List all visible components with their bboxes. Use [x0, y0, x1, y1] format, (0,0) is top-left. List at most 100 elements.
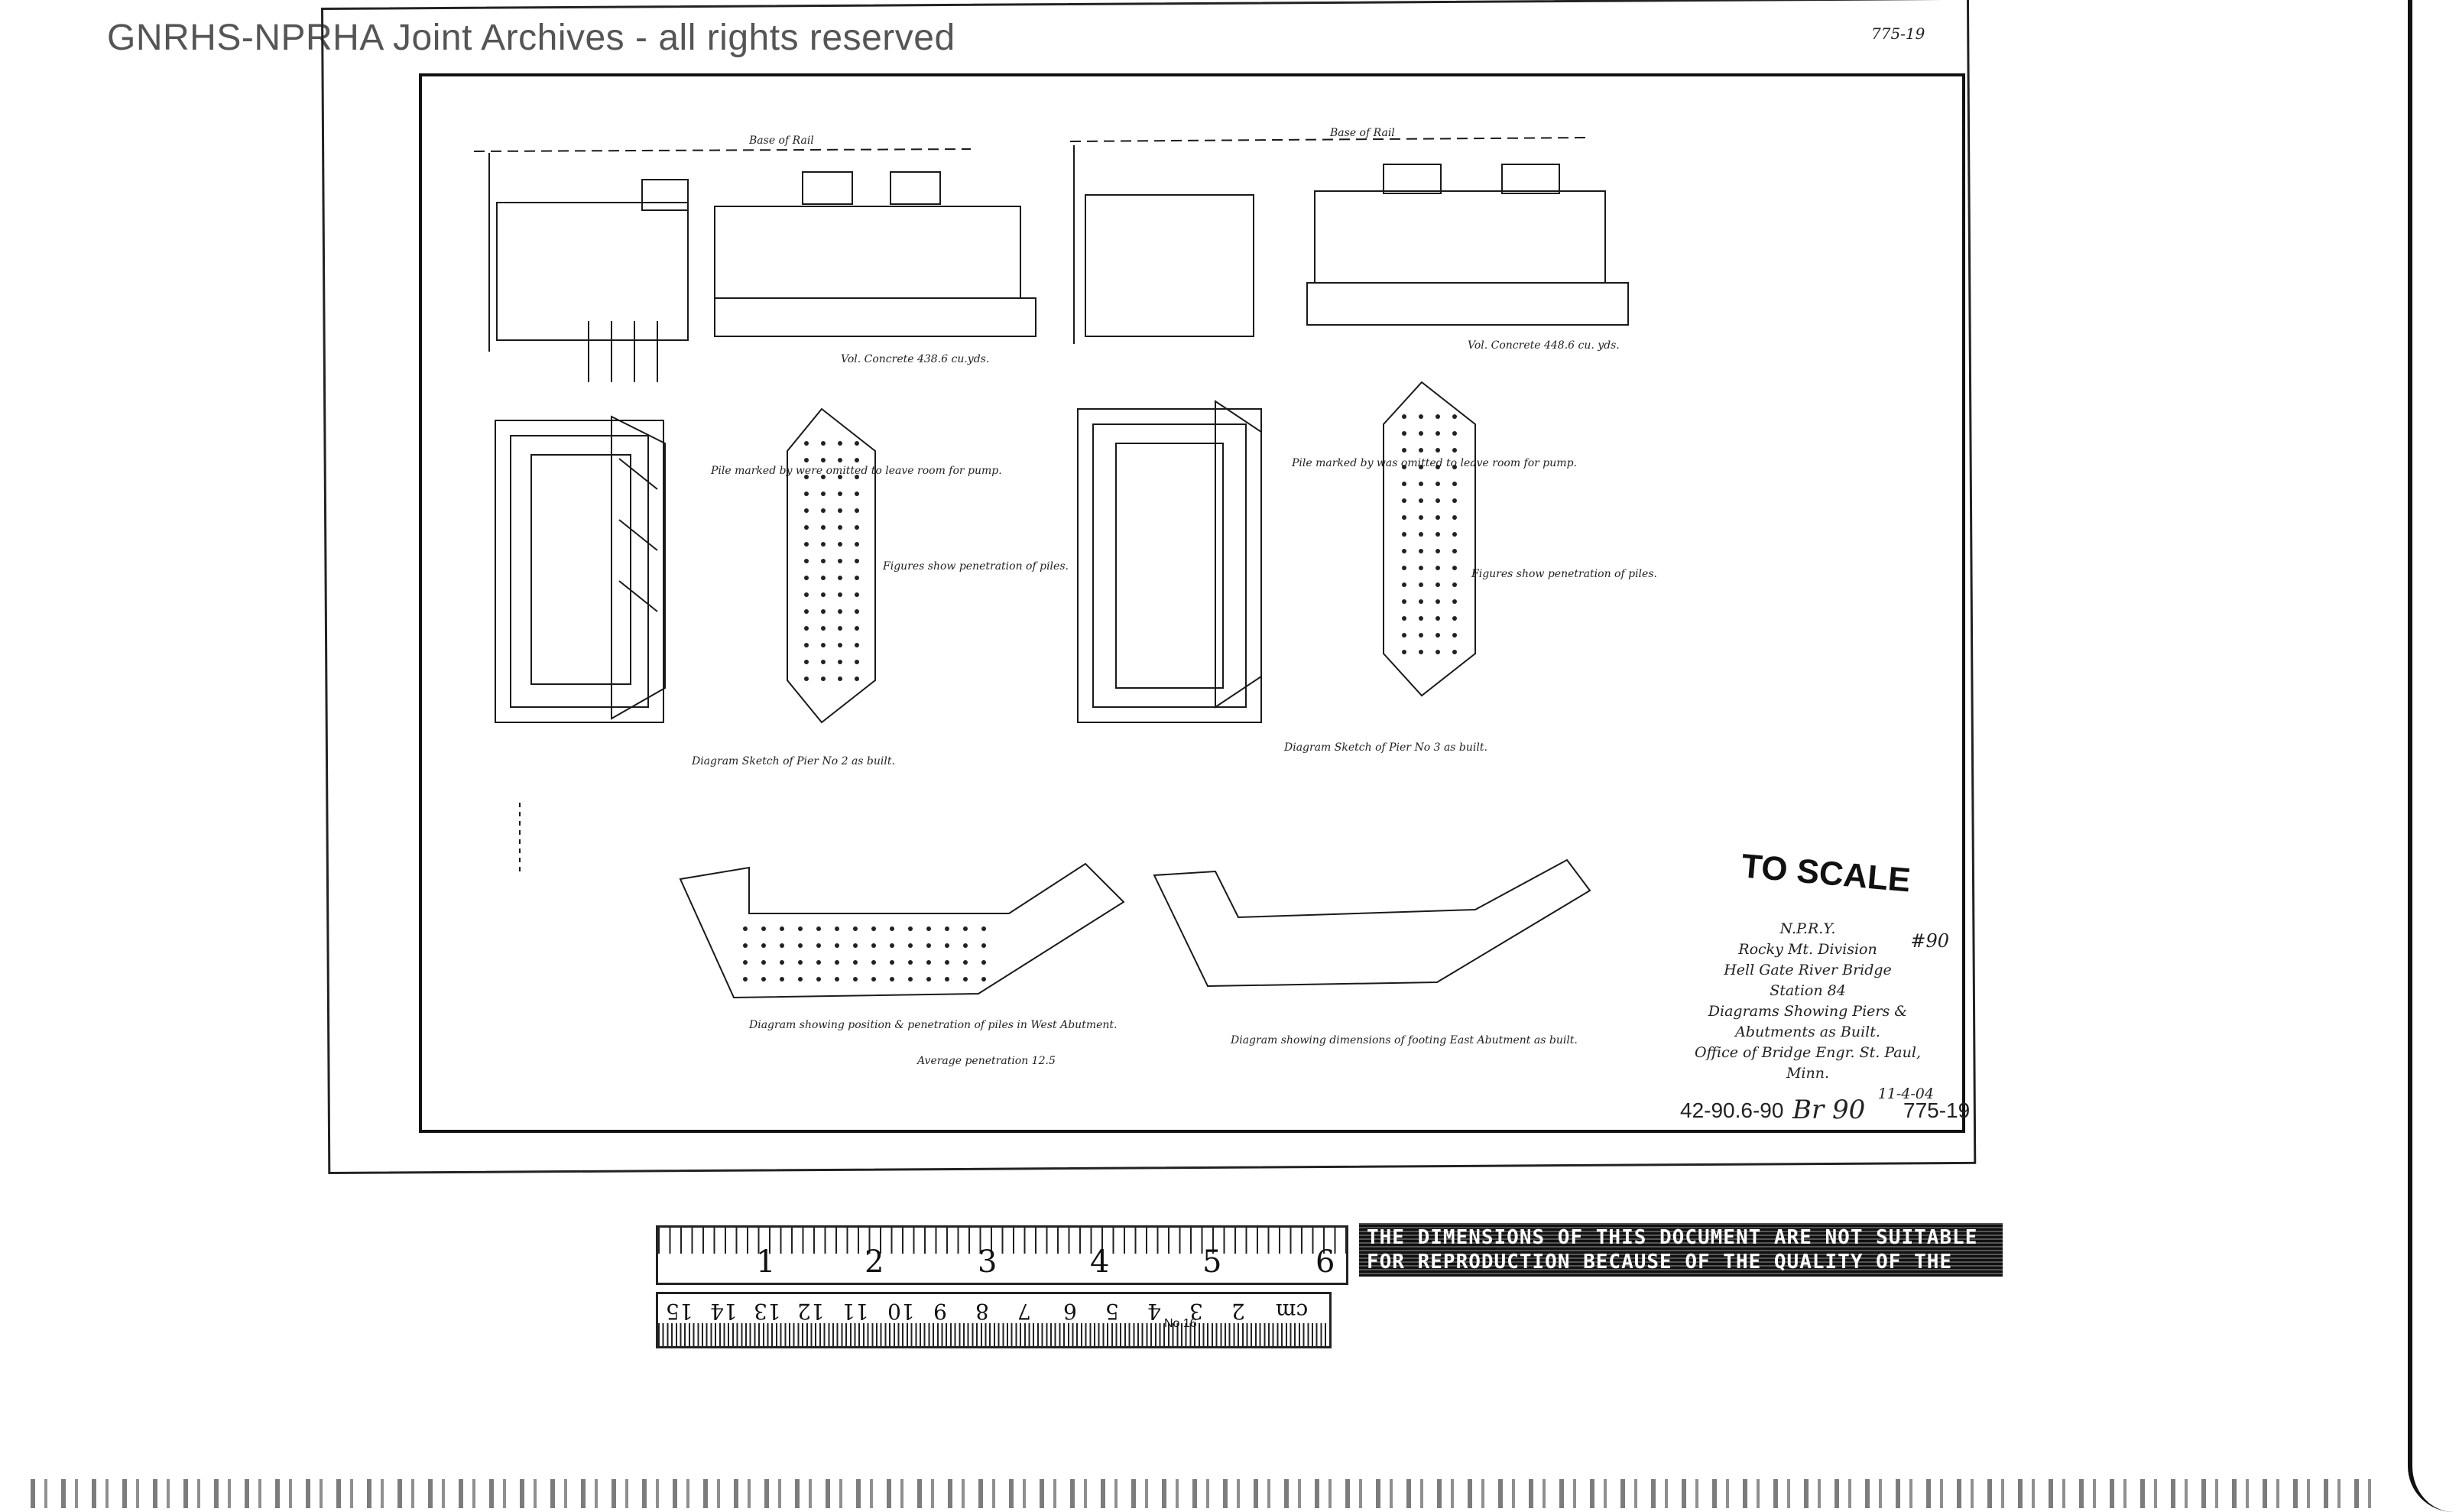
pile-marker: [1402, 566, 1406, 570]
pile-marker: [804, 492, 809, 496]
pile-marker: [838, 508, 842, 513]
pile-marker: [838, 458, 842, 462]
pile-marker: [804, 559, 809, 563]
pile-marker: [838, 559, 842, 563]
title-diagrams: Diagrams Showing Piers &: [1708, 1003, 1908, 1020]
pile-marker: [821, 458, 826, 462]
pile-marker: [853, 943, 858, 948]
title-station: Station 84: [1770, 982, 1846, 999]
pile-marker: [761, 977, 766, 982]
pile-marker: [743, 943, 748, 948]
pile-marker: [838, 660, 842, 664]
pile-marker: [981, 926, 986, 931]
pile-marker: [871, 943, 876, 948]
pile-marker: [804, 643, 809, 647]
ruler-cm-2: 2: [1231, 1299, 1245, 1324]
pile-marker: [1435, 465, 1440, 469]
pile-marker: [743, 977, 748, 982]
pile-marker: [761, 960, 766, 965]
pile-marker: [804, 508, 809, 513]
pile-marker: [1419, 515, 1423, 520]
pile-marker: [1452, 549, 1457, 553]
pile-marker: [855, 609, 859, 614]
pile-marker: [821, 626, 826, 631]
pile-marker: [890, 960, 894, 965]
pile-marker: [1419, 549, 1423, 553]
archive-watermark: GNRHS-NPRHA Joint Archives - all rights …: [107, 18, 955, 58]
pile-marker: [1402, 549, 1406, 553]
pile-marker: [890, 943, 894, 948]
pile-marker: [804, 441, 809, 446]
pile-marker: [1402, 431, 1406, 436]
pile-marker: [1452, 515, 1457, 520]
pile-marker: [761, 943, 766, 948]
pile-marker: [871, 977, 876, 982]
pile-marker: [838, 609, 842, 614]
average-penetration: Average penetration 12.5: [916, 1055, 1056, 1067]
pile-marker: [1435, 498, 1440, 503]
pile-marker: [855, 626, 859, 631]
drawing-frame: [419, 73, 1965, 1133]
pile-marker: [855, 677, 859, 681]
pile-marker: [835, 977, 839, 982]
pile-marker: [1452, 532, 1457, 537]
pile-marker: [835, 926, 839, 931]
pile-marker: [780, 960, 784, 965]
east-abutment-caption: Diagram showing dimensions of footing Ea…: [1230, 1034, 1578, 1046]
pile-marker: [804, 525, 809, 530]
pile-marker: [838, 677, 842, 681]
title-block: N.P.R.Y. Rocky Mt. Division #90 Hell Gat…: [1682, 919, 1949, 1105]
pile-marker: [908, 943, 913, 948]
pile-marker: [804, 576, 809, 580]
pile-marker: [908, 926, 913, 931]
pile-marker: [1419, 448, 1423, 453]
pile-marker: [804, 626, 809, 631]
pile-marker: [1402, 582, 1406, 587]
pile-marker: [855, 559, 859, 563]
pile-marker: [1402, 465, 1406, 469]
pile-marker: [1452, 582, 1457, 587]
pile-marker: [1435, 566, 1440, 570]
ruler-cm-6: 6: [1063, 1299, 1077, 1324]
pile-marker: [804, 592, 809, 597]
pile-marker: [1402, 650, 1406, 654]
pier2-volume: Vol. Concrete 438.6 cu.yds.: [841, 353, 989, 365]
ruler-cm-8: 8: [975, 1299, 989, 1324]
pile-marker: [1402, 599, 1406, 604]
pile-marker: [1452, 633, 1457, 638]
ruler-inch-4: 4: [1090, 1244, 1110, 1280]
pile-marker: [1435, 549, 1440, 553]
pile-marker: [1452, 414, 1457, 419]
pile-marker: [1419, 414, 1423, 419]
ruler-cm-15: 15: [666, 1299, 693, 1324]
bridge-number: Br 90: [1792, 1095, 1866, 1125]
ruler-cm-5: 5: [1105, 1299, 1119, 1324]
ruler-cm-9: 9: [933, 1299, 947, 1324]
pile-marker: [855, 592, 859, 597]
pile-marker: [1419, 650, 1423, 654]
pile-marker: [804, 677, 809, 681]
pile-marker: [908, 960, 913, 965]
pier3-caption: Diagram Sketch of Pier No 3 as built.: [1283, 741, 1487, 754]
ruler-inch-2: 2: [865, 1244, 884, 1280]
sheet-number: 775-19: [1903, 1098, 1971, 1122]
pile-marker: [798, 977, 803, 982]
pile-marker: [1402, 515, 1406, 520]
pile-marker: [804, 475, 809, 479]
drawing-code: 42-90.6-90: [1680, 1098, 1784, 1122]
pile-marker: [1419, 465, 1423, 469]
title-railway: N.P.R.Y.: [1779, 920, 1836, 937]
pile-marker: [1435, 650, 1440, 654]
scan-right-edge: [2408, 0, 2458, 1512]
pile-marker: [821, 660, 826, 664]
reproduction-notice: THE DIMENSIONS OF THIS DOCUMENT ARE NOT …: [1359, 1223, 2003, 1277]
ruler-cm-11: 11: [842, 1299, 869, 1324]
pile-marker: [1402, 498, 1406, 503]
pile-marker: [780, 943, 784, 948]
pier2-pile-note: Pile marked by were omitted to leave roo…: [710, 465, 1002, 477]
pile-marker: [926, 926, 931, 931]
pile-marker: [780, 977, 784, 982]
pile-marker: [780, 926, 784, 931]
pile-marker: [1402, 482, 1406, 486]
pile-marker: [908, 977, 913, 982]
